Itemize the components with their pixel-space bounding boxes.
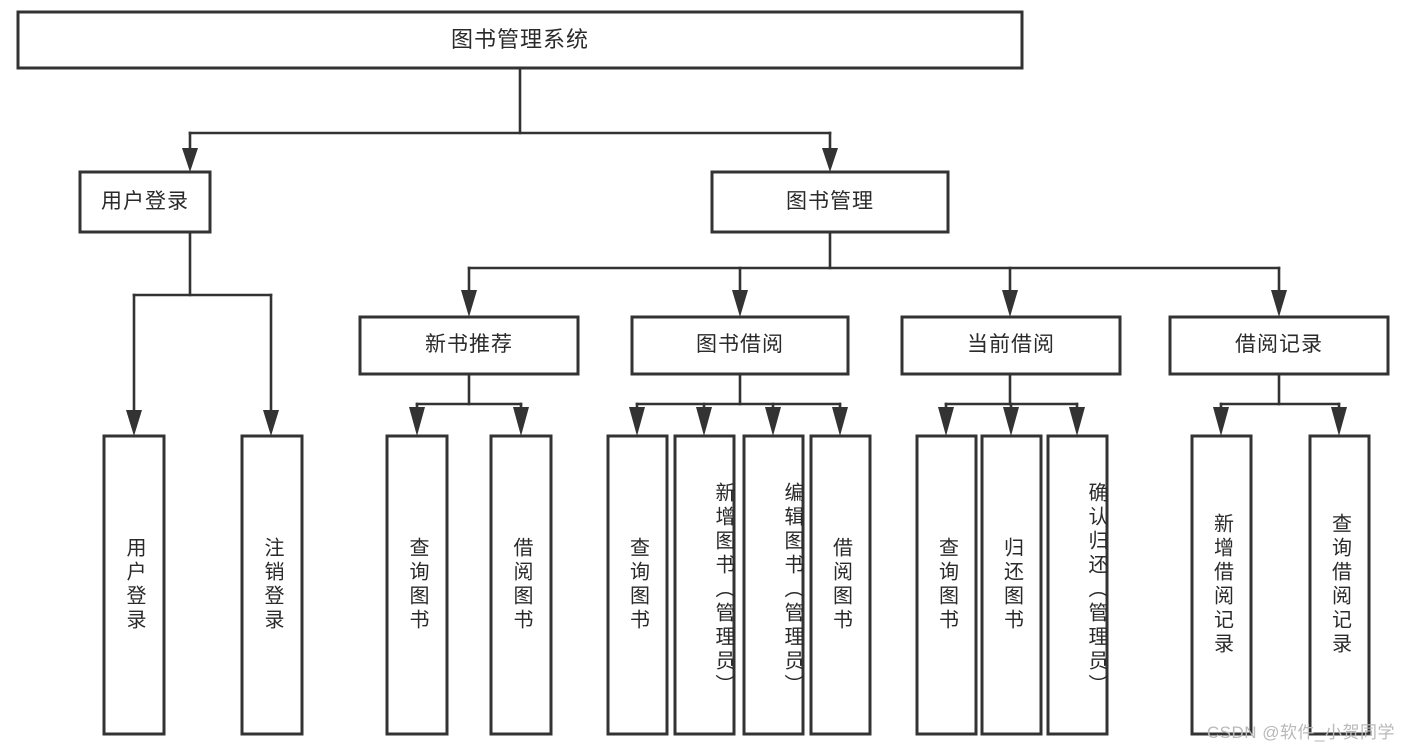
arrow-head-leaf-borrow-book-1: [513, 407, 529, 436]
node-user-login[interactable]: [80, 172, 210, 232]
arrow-head-leaf-confirm-return: [1069, 407, 1085, 436]
connector-group-newbook-to-leaves: [409, 372, 529, 436]
node-leaf-query-book-3[interactable]: [917, 436, 976, 734]
connector-group-root-to-level2: [182, 66, 838, 172]
node-new-book-recommend[interactable]: [360, 317, 578, 374]
node-box-leaf-query-book-1[interactable]: [385, 434, 449, 736]
connector-group-borrowrecord-to-leaves: [1213, 372, 1347, 436]
arrow-head-leaf-add-record: [1213, 407, 1229, 436]
node-box-leaf-edit-book[interactable]: [742, 434, 805, 736]
arrow-head-borrow-record: [1271, 290, 1287, 317]
node-leaf-borrow-book-2[interactable]: [811, 436, 870, 734]
node-leaf-query-book-2[interactable]: [608, 436, 667, 734]
node-box-leaf-logout[interactable]: [240, 434, 304, 736]
connector-group-bookmanage-to-level3: [461, 230, 1287, 317]
node-box-level2-book-manage[interactable]: [710, 170, 950, 234]
arrow-head-leaf-user-login: [126, 410, 142, 436]
node-box-leaf-borrow-book-1[interactable]: [489, 434, 553, 736]
arrow-head-new-book-rec: [461, 290, 477, 317]
node-box-leaf-user-login[interactable]: [102, 434, 166, 736]
node-leaf-return-book[interactable]: [982, 436, 1041, 734]
connector-group-currentborrow-to-leaves: [938, 372, 1085, 436]
node-box-leaf-query-record[interactable]: [1308, 434, 1371, 736]
node-box-level3-current-borrow[interactable]: [900, 315, 1122, 376]
node-box-leaf-query-book-3[interactable]: [915, 434, 978, 736]
node-leaf-confirm-return[interactable]: [1048, 436, 1107, 734]
node-box-level2-user-login[interactable]: [78, 170, 212, 234]
node-borrow-record[interactable]: [1170, 317, 1388, 374]
arrow-head-leaf-query-book-3: [938, 407, 954, 436]
node-book-borrow[interactable]: [632, 317, 848, 374]
node-current-borrow[interactable]: [902, 317, 1120, 374]
arrow-head-leaf-query-book-2: [629, 407, 645, 436]
arrow-head-book-borrow: [732, 290, 748, 317]
node-leaf-add-record[interactable]: [1192, 436, 1251, 734]
node-leaf-user-login[interactable]: [104, 436, 164, 734]
node-leaf-add-book[interactable]: [675, 436, 734, 734]
node-box-level3-borrow-record[interactable]: [1168, 315, 1390, 376]
node-box-leaf-borrow-book-2[interactable]: [809, 434, 872, 736]
node-box-root[interactable]: [16, 10, 1024, 70]
connector-group-bookborrow-to-leaves: [629, 372, 848, 436]
node-leaf-query-record[interactable]: [1310, 436, 1369, 734]
node-root[interactable]: [18, 12, 1022, 68]
node-leaf-query-book-1[interactable]: [387, 436, 447, 734]
node-box-level3-book-borrow[interactable]: [630, 315, 850, 376]
arrow-head-leaf-add-book: [696, 407, 712, 436]
node-leaf-edit-book[interactable]: [744, 436, 803, 734]
connector-group-userlogin-to-leaves: [126, 230, 279, 436]
node-box-leaf-add-record[interactable]: [1190, 434, 1253, 736]
arrow-head-current-borrow: [1002, 290, 1018, 317]
node-box-leaf-add-book[interactable]: [673, 434, 736, 736]
arrow-head-user-login: [182, 148, 198, 172]
arrow-head-leaf-return-book: [1003, 407, 1019, 436]
node-box-leaf-return-book[interactable]: [980, 434, 1043, 736]
node-box-leaf-query-book-2[interactable]: [606, 434, 669, 736]
node-box-level3-new-book-rec[interactable]: [358, 315, 580, 376]
node-box-leaf-confirm-return[interactable]: [1046, 434, 1109, 736]
arrow-head-leaf-borrow-book-2: [832, 407, 848, 436]
node-book-manage[interactable]: [712, 172, 948, 232]
arrow-head-leaf-edit-book: [765, 407, 781, 436]
node-leaf-borrow-book-1[interactable]: [491, 436, 551, 734]
arrow-head-book-manage: [822, 148, 838, 172]
arrow-head-leaf-logout: [263, 410, 279, 436]
arrow-head-leaf-query-book-1: [409, 407, 425, 436]
watermark-text: CSDN @软件_小贺同学: [1206, 723, 1395, 742]
node-leaf-logout[interactable]: [242, 436, 302, 734]
arrow-head-leaf-query-record: [1331, 407, 1347, 436]
